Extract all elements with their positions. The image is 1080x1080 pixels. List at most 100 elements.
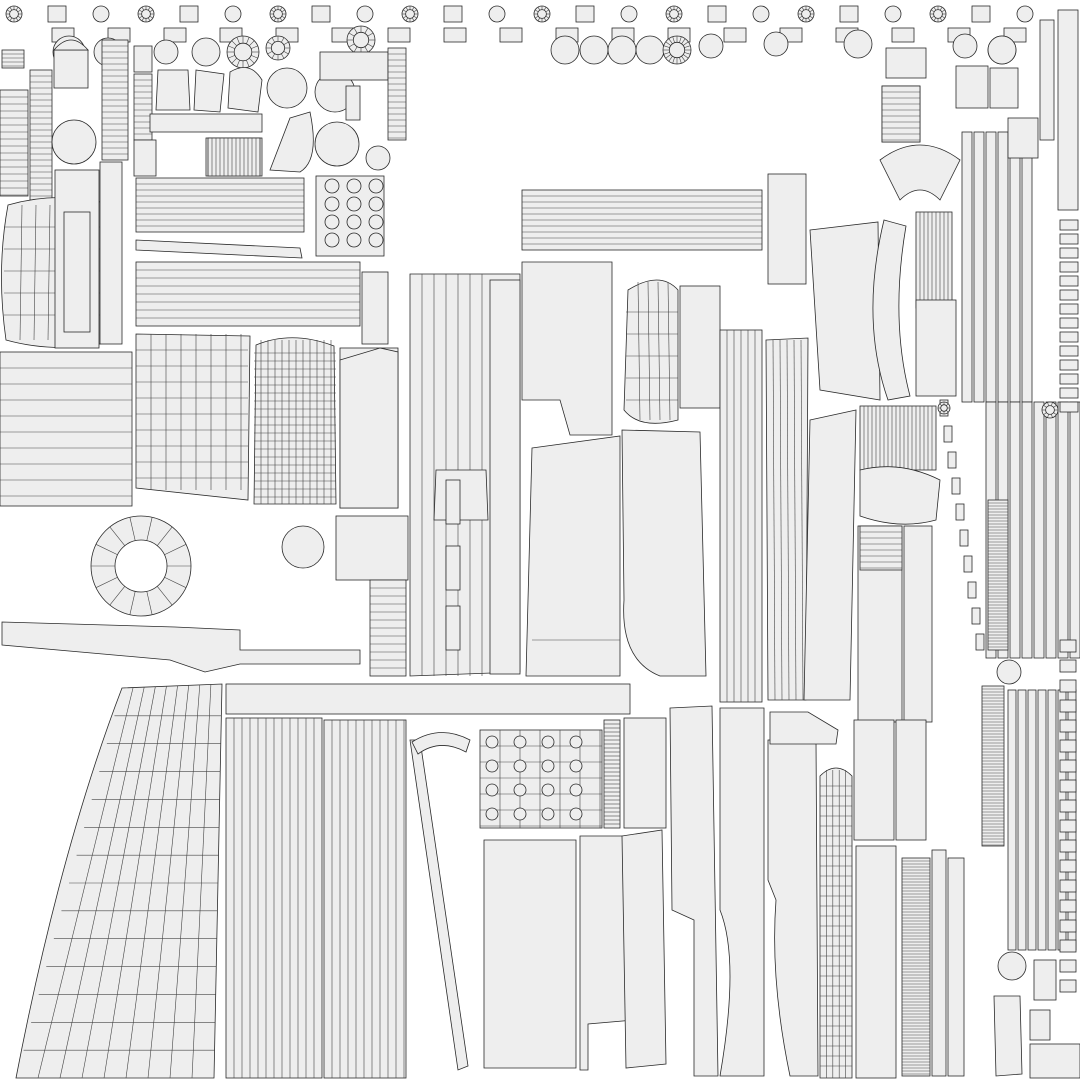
uv-seam-line — [537, 17, 541, 22]
uv-seam-line — [668, 56, 673, 62]
uv-island-124 — [521, 261, 613, 436]
uv-island-130 — [915, 211, 953, 309]
uv-island-103 — [266, 67, 308, 109]
uv-island-211 — [993, 995, 1023, 1077]
uv-island-168 — [989, 67, 1019, 109]
uv-island-93 — [368, 196, 384, 212]
uv-seam-line — [141, 6, 145, 11]
uv-island-120 — [445, 479, 461, 525]
uv-island-112 — [345, 85, 361, 121]
uv-seam-line — [17, 15, 22, 19]
uv-seam-line — [147, 685, 189, 1079]
uv-island-181 — [569, 759, 583, 773]
uv-island-cone-column — [819, 767, 853, 1079]
uv-island-wide-strip — [225, 683, 631, 715]
uv-island-striped-panel — [0, 351, 133, 507]
uv-island-89 — [346, 178, 362, 194]
uv-island-225 — [1059, 859, 1077, 873]
uv-seam-line — [19, 204, 23, 341]
uv-seam-line — [270, 9, 275, 13]
uv-seam-line — [1053, 405, 1057, 408]
uv-island-2 — [9, 9, 19, 19]
uv-island-58 — [270, 41, 285, 56]
uv-seam-line — [129, 591, 136, 615]
uv-island-31 — [971, 5, 991, 23]
uv-seam-line — [930, 15, 935, 19]
uv-island-107 — [207, 137, 261, 177]
uv-island-164 — [1059, 373, 1079, 385]
uv-island-30 — [933, 9, 943, 19]
uv-seam-line — [33, 204, 37, 341]
uv-seam-line — [281, 53, 285, 59]
uv-island-66 — [668, 41, 686, 59]
uv-seam-line — [109, 586, 126, 606]
uv-seam-line — [1051, 402, 1053, 406]
uv-island-110 — [365, 145, 391, 171]
uv-island-sheet-a — [525, 435, 621, 677]
uv-island-98 — [346, 232, 362, 248]
uv-seam-line — [809, 9, 814, 13]
uv-seam-line — [146, 591, 153, 615]
uv-island-92 — [346, 196, 362, 212]
uv-island-206 — [1047, 689, 1057, 951]
uv-seam-line — [675, 17, 679, 22]
uv-seam-line — [271, 53, 275, 59]
uv-island-179 — [513, 759, 527, 773]
uv-island-100 — [155, 69, 191, 111]
uv-island-228 — [1059, 919, 1077, 933]
uv-seam-line — [677, 9, 682, 13]
uv-island-121 — [445, 545, 461, 591]
uv-seam-line — [668, 38, 673, 44]
uv-island-48 — [891, 27, 915, 43]
uv-island-221 — [1059, 779, 1077, 793]
uv-island-10 — [273, 9, 283, 19]
uv-island-212 — [1029, 1009, 1051, 1041]
uv-island-long-bar — [1, 621, 361, 673]
uv-island-128 — [767, 173, 807, 285]
uv-island-195 — [769, 711, 839, 745]
uv-island-tall-slab — [483, 839, 577, 1069]
uv-island-226 — [1059, 879, 1077, 893]
uv-island-67 — [698, 33, 724, 59]
uv-island-76 — [53, 39, 89, 51]
uv-island-175 — [513, 735, 527, 749]
uv-island-75 — [53, 49, 89, 89]
uv-seam-line — [779, 339, 783, 701]
uv-island-177 — [569, 735, 583, 749]
uv-island-194 — [621, 829, 667, 1069]
uv-island-146 — [1021, 401, 1033, 659]
uv-seam-line — [537, 6, 541, 11]
uv-seam-line — [798, 9, 803, 13]
uv-island-184 — [541, 783, 555, 797]
uv-island-84 — [281, 525, 325, 569]
uv-seam-line — [413, 15, 418, 19]
uv-seam-line — [939, 17, 943, 22]
uv-seam-line — [411, 6, 415, 11]
uv-island-90 — [368, 178, 384, 194]
uv-island-240 — [971, 607, 981, 625]
uv-seam-line — [281, 9, 286, 13]
uv-seam-line — [228, 55, 235, 59]
uv-island-202 — [1007, 689, 1017, 951]
uv-island-227 — [1059, 899, 1077, 913]
uv-island-81 — [133, 139, 157, 177]
uv-seam-line — [930, 9, 935, 13]
uv-island-241 — [975, 633, 985, 651]
uv-island-157 — [1059, 275, 1079, 287]
uv-seam-line — [231, 40, 237, 46]
uv-island-156 — [1059, 261, 1079, 273]
uv-island-97 — [324, 232, 340, 248]
uv-seam-line — [191, 684, 212, 1079]
uv-seam-line — [665, 54, 671, 59]
uv-island-117 — [335, 515, 409, 581]
uv-island-223 — [1059, 819, 1077, 833]
uv-island-69 — [843, 29, 873, 59]
uv-island-244 — [940, 404, 948, 412]
uv-seam-line — [684, 45, 691, 48]
uv-seam-line — [933, 17, 937, 22]
uv-island-138 — [973, 131, 985, 403]
uv-island-32 — [1016, 5, 1034, 23]
uv-island-159 — [1059, 303, 1079, 315]
uv-seam-line — [681, 38, 686, 44]
uv-seam-line — [402, 15, 407, 19]
